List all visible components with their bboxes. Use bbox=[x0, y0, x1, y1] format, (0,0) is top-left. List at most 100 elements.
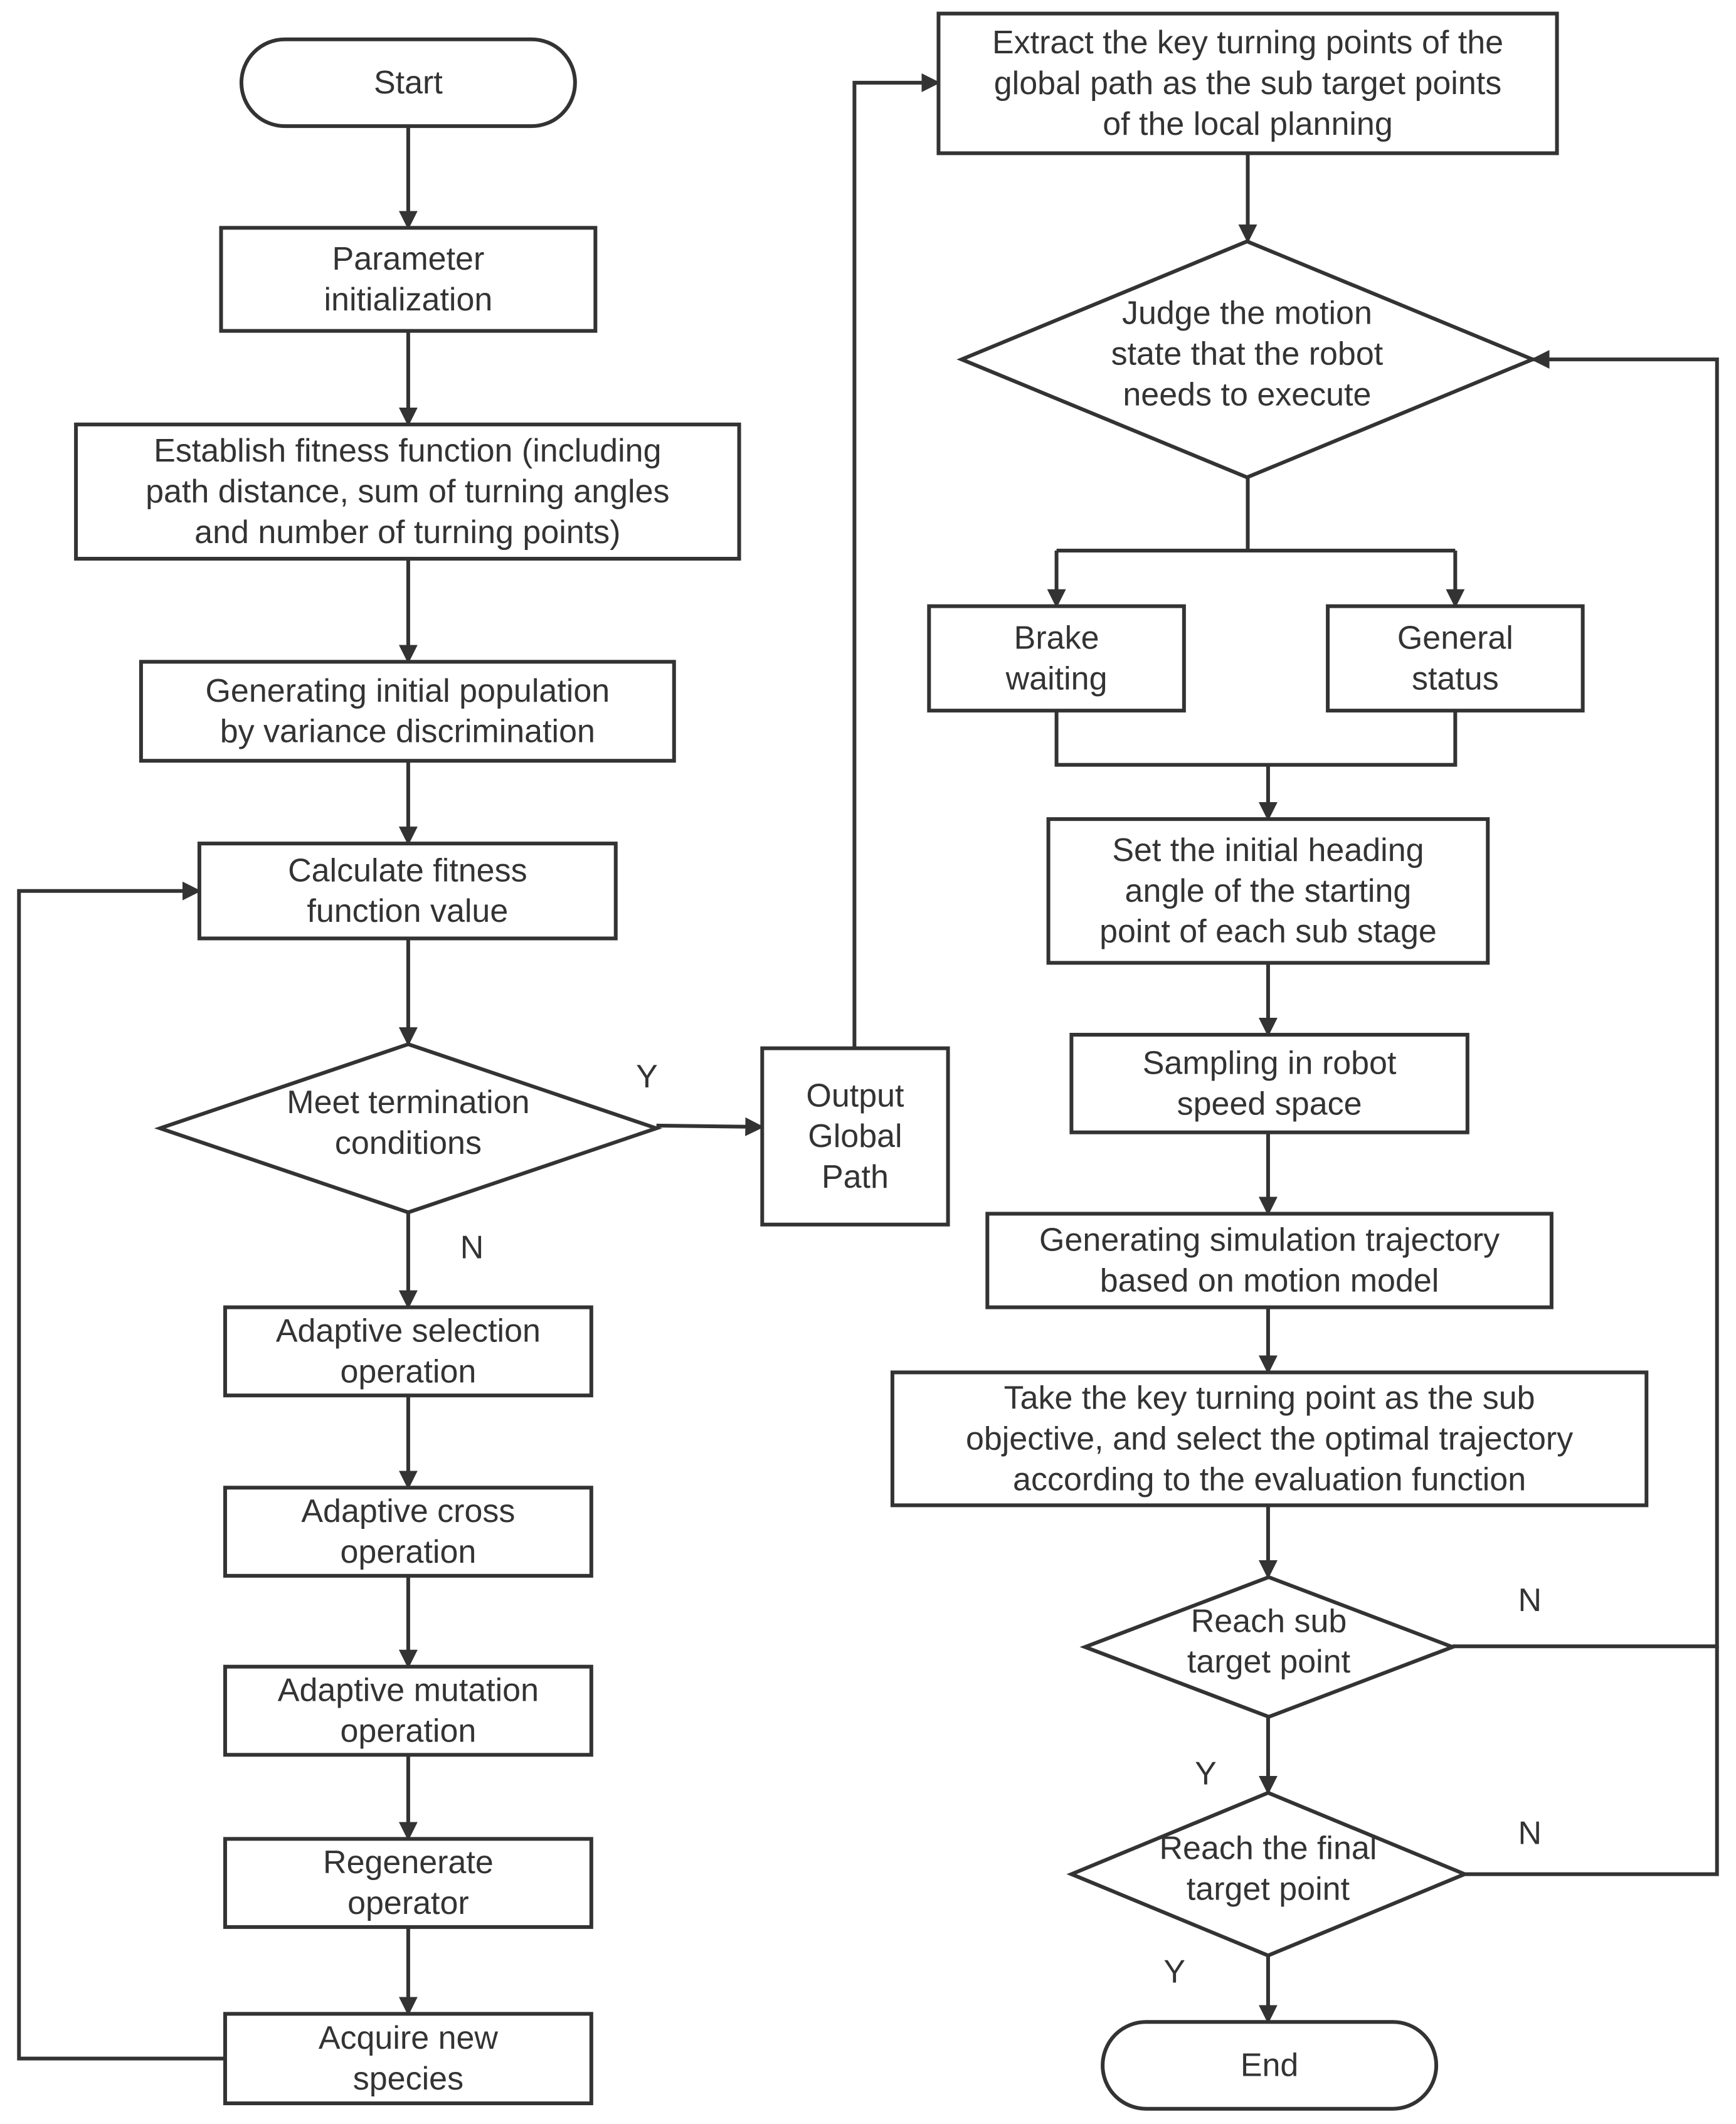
edge-label-reach-sub-yes: Y bbox=[1195, 1756, 1217, 1792]
node-label: Meet termination bbox=[287, 1084, 529, 1121]
node-label: Reach sub bbox=[1191, 1603, 1347, 1639]
node-label: speed space bbox=[1177, 1086, 1362, 1122]
node-label: Judge the motion bbox=[1122, 295, 1372, 332]
flowchart-edge-labels: Y N N Y N Y bbox=[460, 1059, 1542, 1990]
node-label: global path as the sub target points bbox=[994, 65, 1501, 102]
process-box bbox=[74, 422, 741, 561]
node-label: path distance, sum of turning angles bbox=[146, 473, 669, 510]
process-box bbox=[927, 604, 1186, 713]
node-cross: Adaptive cross operation bbox=[223, 1486, 593, 1578]
node-label: Calculate fitness bbox=[288, 852, 527, 889]
node-label: needs to execute bbox=[1123, 376, 1371, 413]
node-label: Adaptive cross bbox=[301, 1493, 515, 1530]
node-label: objective, and select the optimal trajec… bbox=[966, 1420, 1573, 1457]
decision-diamond bbox=[956, 239, 1538, 480]
edge-label-termination-no: N bbox=[460, 1230, 484, 1266]
node-label: Start bbox=[374, 65, 443, 101]
process-box bbox=[985, 1212, 1553, 1309]
node-label: operation bbox=[340, 1534, 476, 1570]
node-label: Sampling in robot bbox=[1143, 1045, 1397, 1081]
edge-label-reach-sub-no: N bbox=[1518, 1582, 1542, 1619]
process-box bbox=[1069, 1032, 1469, 1134]
decision-diamond bbox=[1079, 1575, 1458, 1719]
node-label: General bbox=[1397, 620, 1513, 656]
node-label: operation bbox=[340, 1713, 476, 1749]
node-start: Start bbox=[239, 37, 577, 129]
node-label: Reach the final bbox=[1159, 1830, 1377, 1866]
node-new-species: Acquire new species bbox=[223, 2012, 593, 2106]
node-label: Establish fitness function (including bbox=[154, 433, 661, 469]
node-label: target point bbox=[1187, 1871, 1350, 1907]
node-label: Output bbox=[806, 1077, 904, 1114]
connector-arrow bbox=[1464, 1646, 1719, 1876]
node-label: point of each sub stage bbox=[1099, 914, 1437, 950]
node-regenerate: Regenerate operator bbox=[223, 1837, 593, 1929]
node-label: according to the evaluation function bbox=[1013, 1461, 1526, 1498]
process-box bbox=[760, 1046, 950, 1227]
node-label: by variance discrimination bbox=[220, 714, 595, 750]
process-box bbox=[223, 1664, 593, 1757]
node-label: target point bbox=[1187, 1644, 1351, 1680]
terminator-shape bbox=[1101, 2020, 1439, 2111]
edge-label-reach-final-yes: Y bbox=[1163, 1953, 1185, 1990]
node-label: Generating initial population bbox=[205, 673, 610, 709]
node-label: state that the robot bbox=[1111, 336, 1384, 372]
node-label: conditions bbox=[335, 1125, 482, 1161]
node-sampling: Sampling in robot speed space bbox=[1069, 1032, 1469, 1134]
node-label: Global bbox=[808, 1118, 902, 1154]
node-label: status bbox=[1412, 660, 1499, 697]
edge-label-termination-yes: Y bbox=[636, 1059, 658, 1095]
node-fitness-fn: Establish fitness function (including pat… bbox=[74, 422, 741, 561]
node-label: species bbox=[353, 2061, 463, 2097]
edge-label-reach-final-no: N bbox=[1518, 1815, 1542, 1852]
flowchart-edges bbox=[17, 73, 1719, 2061]
node-label: End bbox=[1241, 2047, 1299, 2083]
node-label: initialization bbox=[324, 282, 493, 318]
node-init-pop: Generating initial population by variance… bbox=[139, 660, 676, 763]
decision-diamond bbox=[1066, 1790, 1470, 1958]
process-box bbox=[139, 660, 676, 763]
node-reach-sub: Reach sub target point bbox=[1079, 1575, 1458, 1719]
process-box bbox=[223, 1486, 593, 1578]
connector-arrow bbox=[1453, 350, 1719, 1649]
node-label: based on motion model bbox=[1100, 1262, 1439, 1299]
node-brake: Brake waiting bbox=[927, 604, 1186, 713]
node-optimal: Take the key turning point as the subobj… bbox=[890, 1370, 1649, 1508]
node-label: Acquire new bbox=[319, 2020, 499, 2056]
node-reach-final: Reach the final target point bbox=[1066, 1790, 1470, 1958]
node-label: Generating simulation trajectory bbox=[1039, 1222, 1500, 1259]
node-selection: Adaptive selection operation bbox=[223, 1305, 593, 1398]
node-label: operation bbox=[340, 1353, 476, 1390]
process-box bbox=[1326, 604, 1585, 713]
node-label: Adaptive mutation bbox=[278, 1672, 539, 1709]
connector-arrow bbox=[1054, 711, 1458, 767]
terminator-shape bbox=[239, 37, 577, 129]
node-label: Adaptive selection bbox=[276, 1313, 541, 1349]
process-box bbox=[936, 11, 1559, 156]
node-label: Path bbox=[822, 1159, 889, 1195]
node-label: waiting bbox=[1005, 660, 1108, 697]
node-label: Brake bbox=[1014, 620, 1099, 656]
process-box bbox=[223, 1305, 593, 1398]
node-extract: Extract the key turning points of the glo… bbox=[936, 11, 1559, 156]
process-box bbox=[223, 1837, 593, 1929]
node-label: Take the key turning point as the sub bbox=[1004, 1380, 1535, 1417]
node-label: Extract the key turning points of the bbox=[992, 24, 1503, 61]
node-label: operator bbox=[347, 1885, 469, 1921]
node-calc-fitness: Calculate fitness function value bbox=[197, 842, 618, 941]
node-termination: Meet termination conditions bbox=[154, 1042, 662, 1215]
node-label: of the local planning bbox=[1103, 106, 1393, 142]
process-box bbox=[219, 226, 598, 333]
connector-arrow bbox=[656, 1117, 765, 1136]
node-label: function value bbox=[307, 893, 508, 929]
node-mutation: Adaptive mutation operation bbox=[223, 1664, 593, 1757]
node-label: Regenerate bbox=[323, 1844, 494, 1881]
process-box bbox=[890, 1370, 1649, 1508]
node-end: End bbox=[1101, 2020, 1439, 2111]
node-label: and number of turning points) bbox=[194, 514, 620, 551]
process-box bbox=[223, 2012, 593, 2106]
